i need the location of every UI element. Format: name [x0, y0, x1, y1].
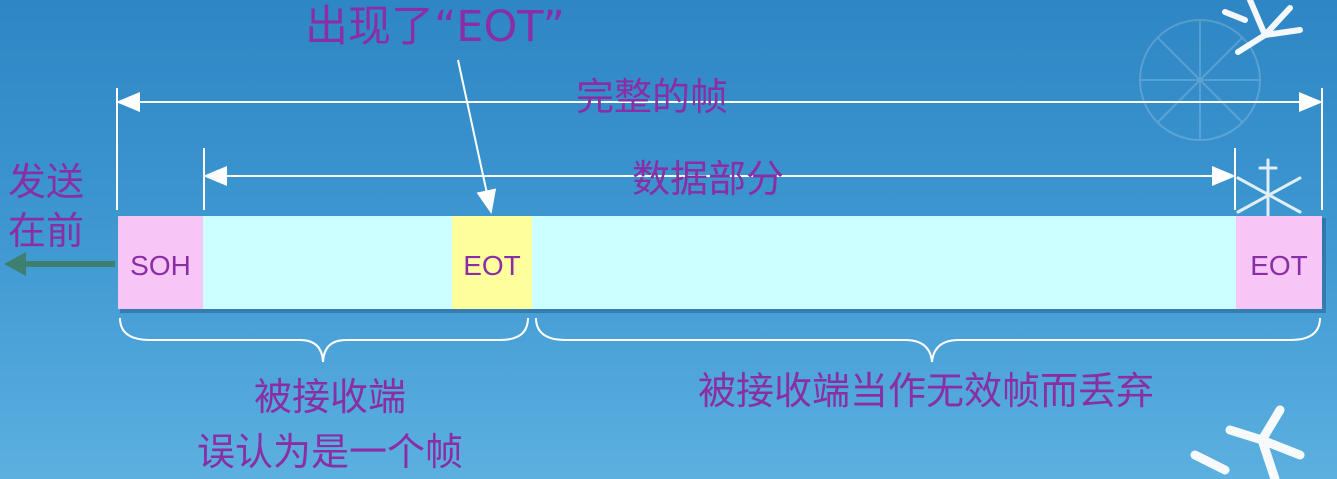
left-note-line-1: 被接收端: [253, 375, 406, 419]
send-first-line-1: 发送: [8, 160, 85, 204]
data-part-dimension-line: [203, 148, 1236, 210]
frame-field-data-1: [203, 216, 452, 309]
eot-pointer-arrow: [457, 59, 497, 214]
send-direction-arrow-icon: [4, 252, 115, 276]
full-frame-dimension-line: [116, 88, 1323, 210]
snowflake-bottom-right-icon: [1190, 405, 1305, 479]
full-frame-label: 完整的帧: [576, 75, 729, 119]
eot-appears-title: 出现了“EOT”: [305, 2, 565, 52]
send-first-label: 发送 在前: [8, 158, 84, 257]
eot-end-label: EOT: [1250, 250, 1308, 281]
eot-middle-label: EOT: [463, 250, 521, 281]
left-brace: [119, 317, 529, 363]
frame-field-eot-end: EOT: [1236, 216, 1322, 309]
right-brace: [535, 317, 1321, 363]
left-brace-note: 被接收端 误认为是一个帧: [160, 370, 500, 479]
left-note-line-2: 误认为是一个帧: [196, 430, 463, 475]
soh-label: SOH: [130, 250, 191, 281]
frame-field-data-2: [532, 216, 1236, 309]
snowflake-top-right-icon: [1222, 0, 1303, 55]
frame-field-eot-middle: EOT: [452, 216, 532, 309]
right-brace-note: 被接收端当作无效帧而丢弃: [698, 369, 1155, 413]
frame-field-soh: SOH: [118, 216, 203, 309]
send-first-line-2: 在前: [8, 209, 85, 254]
data-part-label: 数据部分: [632, 157, 785, 201]
